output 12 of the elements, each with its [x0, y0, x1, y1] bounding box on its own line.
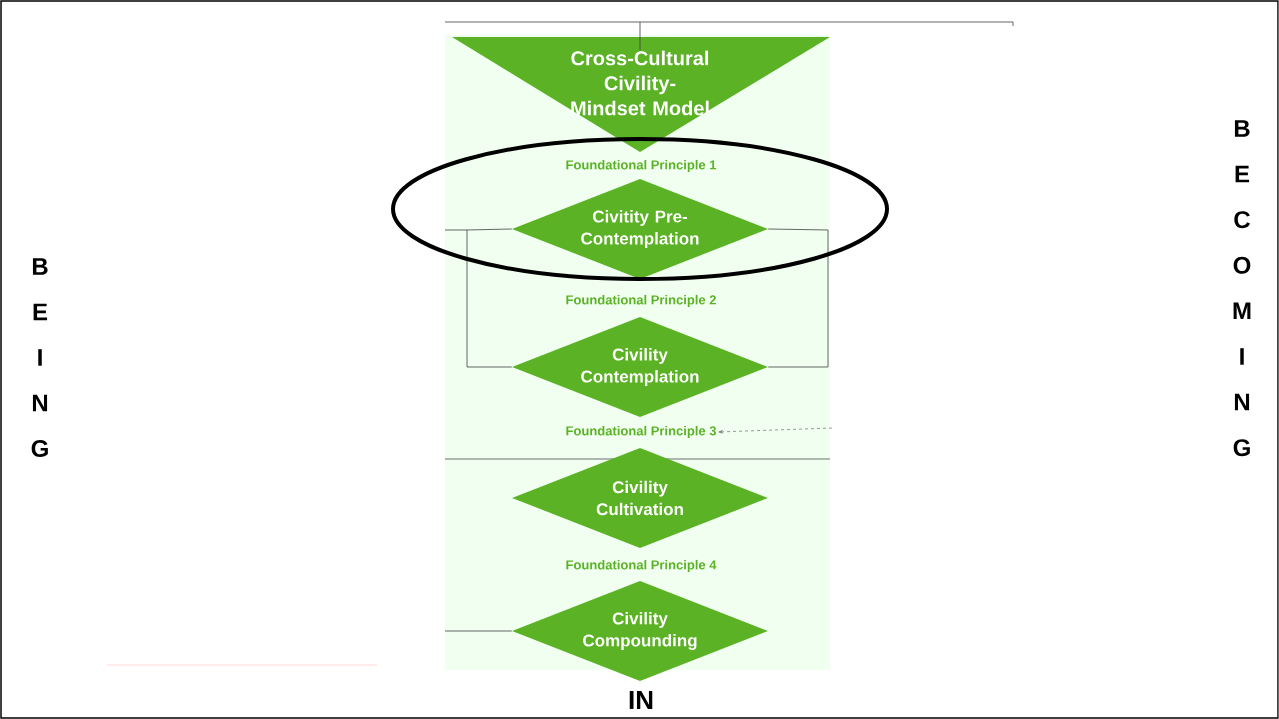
principle-label: Foundational Principle 1 — [566, 159, 717, 173]
loop-line — [444, 228, 513, 368]
principle-label: Foundational Principle 2 — [566, 294, 716, 308]
title-triangle: Cross-Cultural Civility-Mindset Model — [452, 37, 830, 152]
vertical-word: B E I N G — [31, 258, 48, 457]
connector-line — [444, 630, 513, 632]
vertical-word: B E C O M I N G — [1233, 120, 1251, 457]
dashed-arrow — [718, 427, 833, 434]
loop-line — [767, 228, 829, 368]
principle-label: Foundational Principle 4 — [566, 559, 717, 573]
principle-label: Foundational Principle 3 — [566, 425, 717, 439]
connector-line — [444, 21, 1014, 51]
